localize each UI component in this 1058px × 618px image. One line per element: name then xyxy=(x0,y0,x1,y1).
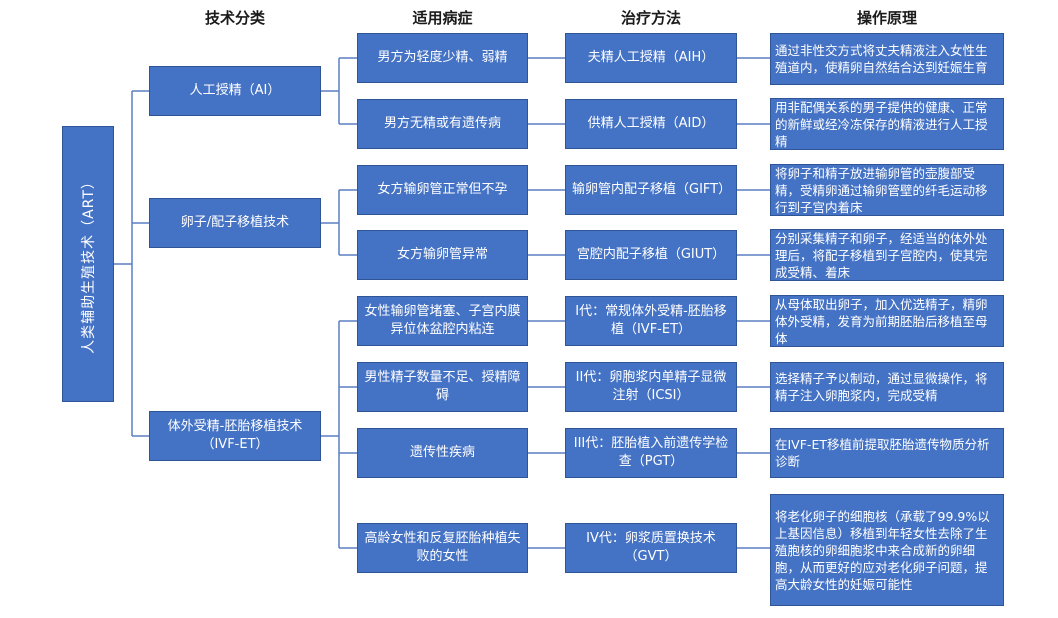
category-gamete-transfer: 卵子/配子移植技术 xyxy=(149,198,321,248)
principle-row-1: 通过非性交方式将丈夫精液注入女性生殖道内，使精卵自然结合达到妊娠生育 xyxy=(770,33,1004,85)
disease-row-5: 女性输卵管堵塞、子宫内膜异位体盆腔内粘连 xyxy=(357,296,528,346)
disease-row-1: 男方为轻度少精、弱精 xyxy=(357,33,528,83)
method-row-7: III代：胚胎植入前遗传学检查（PGT） xyxy=(565,428,737,478)
principle-row-6: 选择精子予以制动，通过显微操作，将精子注入卵胞浆内，完成受精 xyxy=(770,362,1004,412)
method-row-2: 供精人工授精（AID） xyxy=(565,99,737,149)
disease-row-7: 遗传性疾病 xyxy=(357,428,528,478)
root-label: 人类辅助生殖技术（ART） xyxy=(81,174,97,354)
principle-row-5: 从母体取出卵子，加入优选精子，精卵体外受精，发育为前期胚胎后移植至母体 xyxy=(770,295,1004,347)
principle-row-4: 分别采集精子和卵子，经适当的体外处理后，将配子移植到子宫腔内，使其完成受精、着床 xyxy=(770,229,1004,281)
method-row-4: 宫腔内配子移植（GIUT） xyxy=(565,230,737,280)
principle-row-8: 将老化卵子的细胞核（承载了99.9%以上基因信息）移植到年轻女性去除了生殖胞核的… xyxy=(770,494,1004,606)
method-row-1: 夫精人工授精（AIH） xyxy=(565,33,737,83)
disease-row-6: 男性精子数量不足、授精障碍 xyxy=(357,362,528,412)
root-node: 人类辅助生殖技术（ART） xyxy=(62,126,114,402)
header-method: 治疗方法 xyxy=(620,9,681,27)
category-ai: 人工授精（AI） xyxy=(149,66,321,116)
principle-row-7: 在IVF-ET移植前提取胚胎遗传物质分析诊断 xyxy=(770,428,1004,478)
principle-row-3: 将卵子和精子放进输卵管的壶腹部受精，受精卵通过输卵管壁的纤毛运动移行到子宫内着床 xyxy=(770,164,1004,216)
disease-row-4: 女方输卵管异常 xyxy=(357,230,528,280)
header-category: 技术分类 xyxy=(204,9,265,27)
method-row-5: I代：常规体外受精-胚胎移植（IVF-ET） xyxy=(565,296,737,346)
method-row-3: 输卵管内配子移植（GIFT） xyxy=(565,165,737,215)
disease-row-2: 男方无精或有遗传病 xyxy=(357,99,528,149)
disease-row-3: 女方输卵管正常但不孕 xyxy=(357,165,528,215)
method-row-8: IV代：卵浆质置换技术（GVT） xyxy=(565,523,737,573)
header-disease: 适用病症 xyxy=(412,9,473,27)
header-principle: 操作原理 xyxy=(856,9,917,27)
disease-row-8: 高龄女性和反复胚胎种植失败的女性 xyxy=(357,523,528,573)
principle-row-2: 用非配偶关系的男子提供的健康、正常的新鲜或经冷冻保存的精液进行人工授精 xyxy=(770,98,1004,150)
category-ivf-et: 体外受精-胚胎移植技术（IVF-ET） xyxy=(149,411,321,461)
method-row-6: II代：卵胞浆内单精子显微注射（ICSI） xyxy=(565,362,737,412)
